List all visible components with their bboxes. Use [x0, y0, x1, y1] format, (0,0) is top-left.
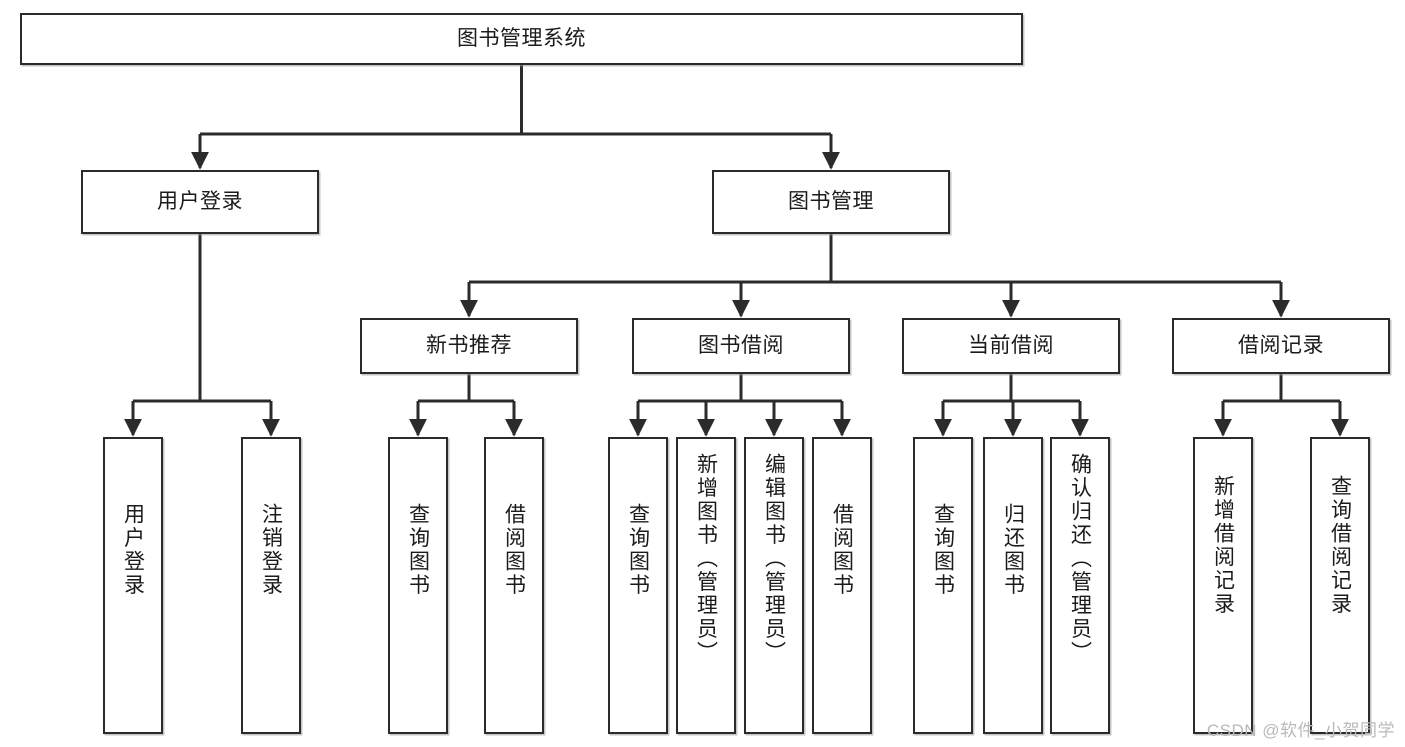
node-label-current-borrow: 当前借阅: [968, 334, 1054, 358]
node-label-book-manage: 图书管理: [788, 190, 874, 214]
node-leaf-borrow-book-1[interactable]: 借阅图书: [484, 437, 544, 734]
node-leaf-return-book[interactable]: 归还图书: [983, 437, 1043, 734]
node-label-leaf-user-login: 用户登录: [121, 503, 145, 597]
node-borrow-record[interactable]: 借阅记录: [1172, 318, 1390, 374]
node-label-leaf-confirm-return-admin: 确认归还（管理员）: [1068, 453, 1092, 665]
node-leaf-confirm-return-admin[interactable]: 确认归还（管理员）: [1050, 437, 1110, 734]
node-label-leaf-query-book-3: 查询图书: [931, 503, 955, 597]
node-leaf-query-book-2[interactable]: 查询图书: [608, 437, 668, 734]
node-label-leaf-edit-book-admin: 编辑图书（管理员）: [762, 453, 786, 665]
node-label-leaf-add-borrow-record: 新增借阅记录: [1211, 475, 1235, 616]
node-label-leaf-query-book-1: 查询图书: [406, 503, 430, 597]
node-leaf-query-book-1[interactable]: 查询图书: [388, 437, 448, 734]
node-label-user-login: 用户登录: [157, 190, 243, 214]
node-new-book-recommend[interactable]: 新书推荐: [360, 318, 578, 374]
node-leaf-add-borrow-record[interactable]: 新增借阅记录: [1193, 437, 1253, 734]
node-label-leaf-borrow-book-2: 借阅图书: [830, 503, 854, 597]
node-label-root: 图书管理系统: [457, 27, 586, 51]
node-leaf-user-login[interactable]: 用户登录: [103, 437, 163, 734]
node-label-leaf-borrow-book-1: 借阅图书: [502, 503, 526, 597]
node-leaf-query-borrow-record[interactable]: 查询借阅记录: [1310, 437, 1370, 734]
node-leaf-add-book-admin[interactable]: 新增图书（管理员）: [676, 437, 736, 734]
node-label-leaf-user-logout: 注销登录: [259, 503, 283, 597]
node-label-borrow-record: 借阅记录: [1238, 334, 1324, 358]
node-book-borrow[interactable]: 图书借阅: [632, 318, 850, 374]
node-leaf-borrow-book-2[interactable]: 借阅图书: [812, 437, 872, 734]
node-label-new-book-recommend: 新书推荐: [426, 334, 512, 358]
watermark-label: CSDN @软件_小贺同学: [1206, 721, 1395, 740]
node-label-book-borrow: 图书借阅: [698, 334, 784, 358]
node-leaf-user-logout[interactable]: 注销登录: [241, 437, 301, 734]
node-book-manage[interactable]: 图书管理: [712, 170, 950, 234]
node-current-borrow[interactable]: 当前借阅: [902, 318, 1120, 374]
node-user-login[interactable]: 用户登录: [81, 170, 319, 234]
node-label-leaf-query-borrow-record: 查询借阅记录: [1328, 475, 1352, 616]
node-leaf-query-book-3[interactable]: 查询图书: [913, 437, 973, 734]
node-label-leaf-return-book: 归还图书: [1001, 503, 1025, 597]
node-leaf-edit-book-admin[interactable]: 编辑图书（管理员）: [744, 437, 804, 734]
node-label-leaf-query-book-2: 查询图书: [626, 503, 650, 597]
node-label-leaf-add-book-admin: 新增图书（管理员）: [694, 453, 718, 665]
node-root[interactable]: 图书管理系统: [20, 13, 1023, 65]
